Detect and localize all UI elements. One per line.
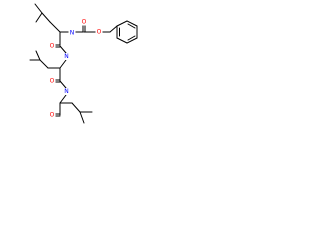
- bond: [127, 23, 136, 29]
- bond: [116, 37, 128, 44]
- bond: [71, 102, 81, 113]
- atom-labels: N O O O N O N O: [48, 18, 103, 119]
- bond: [59, 94, 67, 104]
- bond: [126, 20, 138, 27]
- bond: [59, 80, 67, 89]
- carbamate-nitrogen-label: N: [70, 30, 75, 37]
- carbamate-carbonyl-oxygen-label: O: [82, 19, 87, 26]
- bond-lines: [29, 3, 138, 124]
- carbamate-ester-oxygen-label: O: [97, 29, 102, 36]
- bond: [59, 45, 67, 54]
- aldehyde-oxygen-label: O: [50, 112, 55, 119]
- bond: [116, 20, 128, 27]
- bond: [59, 59, 67, 69]
- bond: [41, 12, 51, 23]
- bond: [126, 37, 138, 44]
- bond: [39, 59, 49, 69]
- amide2-oxygen-label: O: [50, 78, 55, 85]
- bond: [127, 35, 136, 41]
- structure-canvas: N O O O N O N O: [0, 0, 150, 150]
- bond: [34, 3, 43, 14]
- bond: [35, 12, 43, 23]
- bond: [35, 50, 41, 61]
- amide1-oxygen-label: O: [50, 43, 55, 50]
- amide2-nitrogen-label: N: [64, 88, 69, 95]
- bond: [49, 21, 61, 33]
- bond: [109, 25, 118, 33]
- bond: [79, 111, 85, 124]
- molecule-structure: N O O O N O N O: [29, 3, 138, 124]
- amide1-nitrogen-label: N: [64, 53, 69, 60]
